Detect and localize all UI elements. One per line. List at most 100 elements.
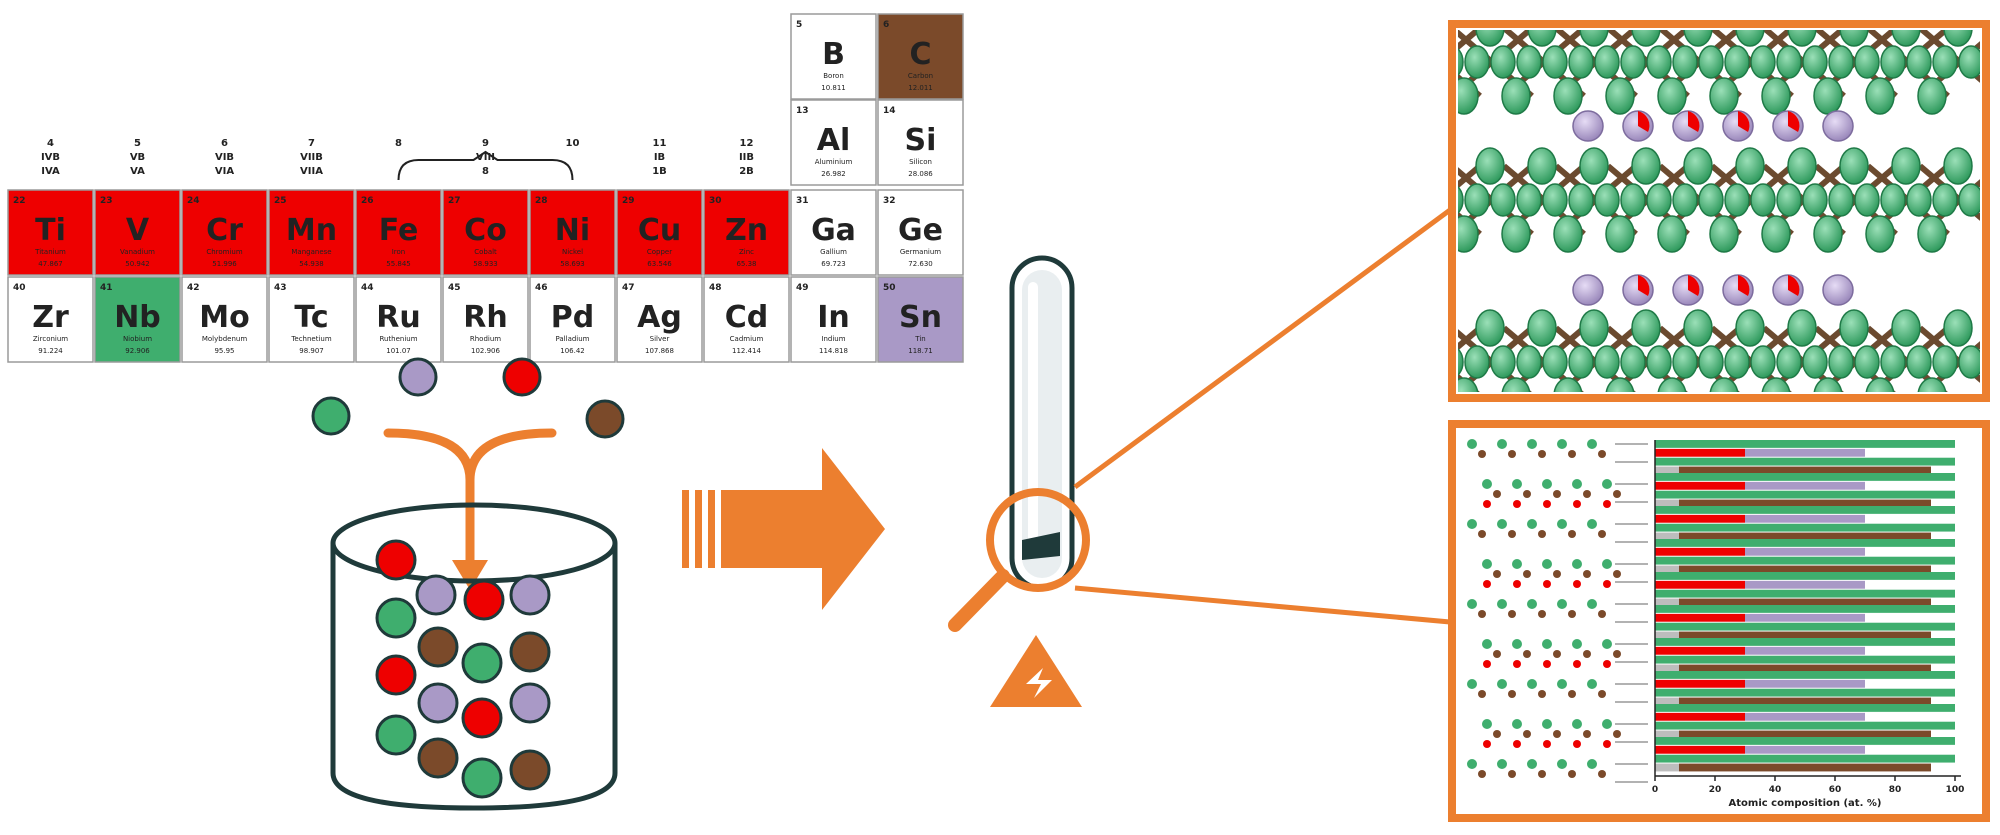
x-tick-label: 60 [1829, 785, 1842, 795]
schematic-atom [1587, 519, 1597, 529]
schematic-atom [1573, 740, 1581, 748]
bar-sn [1745, 580, 1865, 589]
schematic-atom [1493, 650, 1501, 658]
crystal-atom-nb [1568, 45, 1594, 79]
bar-nb [1655, 473, 1955, 481]
crystal-atom-nb [1553, 377, 1583, 392]
crystal-atom-nb [1854, 45, 1880, 79]
crystal-atom-nb [1490, 345, 1516, 379]
group-roman: IVB [41, 152, 60, 163]
crystal-atom-nb [1475, 30, 1505, 47]
crystal-atom-nb [1724, 345, 1750, 379]
mixed-atom [509, 749, 551, 791]
x-tick-label: 20 [1709, 785, 1722, 795]
schematic-atom [1483, 660, 1491, 668]
atomic-number: 49 [796, 283, 809, 293]
bar-metal [1655, 679, 1745, 688]
schematic-atom [1553, 570, 1561, 578]
schematic-atom [1543, 740, 1551, 748]
crystal-atom-nb [1958, 345, 1980, 379]
crystal-atom-nb [1553, 215, 1583, 253]
element-symbol: Ag [637, 300, 682, 335]
schematic-atom [1527, 519, 1537, 529]
x-tick-label: 100 [1946, 785, 1965, 795]
group-alt: 8 [482, 166, 489, 177]
atomic-number: 29 [622, 196, 635, 206]
crystal-atom-nb [1605, 377, 1635, 392]
crystal-atom-nb [1802, 345, 1828, 379]
element-symbol: Zn [725, 213, 768, 248]
mixed-atom [375, 539, 417, 581]
crystal-atom-nb [1828, 345, 1854, 379]
crystal-atom-nb [1672, 183, 1698, 217]
crystal-atom-nb [1787, 147, 1817, 185]
atomic-mass: 106.42 [560, 347, 585, 355]
crystal-atom-nb [1906, 345, 1932, 379]
crystal-atom-nb [1683, 30, 1713, 47]
element-symbol: Pd [551, 300, 594, 335]
schematic-atom [1493, 730, 1501, 738]
nb-atom [311, 396, 351, 436]
element-symbol: V [126, 213, 150, 248]
mixed-atom [463, 579, 505, 621]
atomic-mass: 63.546 [647, 260, 672, 268]
schematic-atom [1613, 490, 1621, 498]
schematic-atom [1508, 770, 1516, 778]
schematic-atom [1497, 679, 1507, 689]
crystal-atom-nb [1735, 147, 1765, 185]
atomic-mass: 114.818 [819, 347, 848, 355]
schematic-atom [1613, 570, 1621, 578]
crystal-atom-nb [1501, 215, 1531, 253]
crystal-atom-nb [1802, 45, 1828, 79]
group-roman: VB [130, 152, 145, 163]
schematic-atom [1568, 770, 1576, 778]
atomic-number: 46 [535, 283, 548, 293]
atomic-mass: 26.982 [821, 170, 846, 178]
crystal-atom-nb [1761, 377, 1791, 392]
crystal-atom-nb [1501, 377, 1531, 392]
crystal-atom-nb [1683, 147, 1713, 185]
crystal-atom-nb [1802, 183, 1828, 217]
crystal-atom-nb [1813, 77, 1843, 115]
schematic-atom [1478, 610, 1486, 618]
crystal-atom-nb [1631, 309, 1661, 347]
schematic-atom [1543, 660, 1551, 668]
atomic-mass: 98.907 [299, 347, 324, 355]
crystal-atom-nb [1943, 309, 1973, 347]
bar-sn [1745, 481, 1865, 490]
bar-nb [1655, 622, 1955, 631]
crystal-atom-nb [1464, 183, 1490, 217]
element-name: Silver [650, 335, 670, 343]
crystal-atom-nb [1750, 183, 1776, 217]
schematic-atom [1613, 650, 1621, 658]
crystal-atom-nb [1906, 45, 1932, 79]
atomic-number: 5 [796, 20, 802, 30]
crystal-atom-nb [1776, 183, 1802, 217]
crystal-atom-nb [1698, 345, 1724, 379]
atomic-mass: 58.933 [473, 260, 498, 268]
schematic-atom [1553, 730, 1561, 738]
crystal-atom-nb [1943, 30, 1973, 47]
schematic-atom [1508, 530, 1516, 538]
atomic-number: 41 [100, 283, 113, 293]
crystal-atom-nb [1917, 215, 1947, 253]
bar-c [1679, 532, 1931, 541]
schematic-atom [1523, 490, 1531, 498]
sn-atom [398, 357, 438, 397]
crystal-atom-nb [1698, 45, 1724, 79]
atomic-mass: 112.414 [732, 347, 761, 355]
schematic-atom [1497, 439, 1507, 449]
crystal-atom-nb [1579, 309, 1609, 347]
schematic-atom [1542, 559, 1552, 569]
element-name: Chromium [206, 248, 243, 256]
schematic-atom [1557, 519, 1567, 529]
